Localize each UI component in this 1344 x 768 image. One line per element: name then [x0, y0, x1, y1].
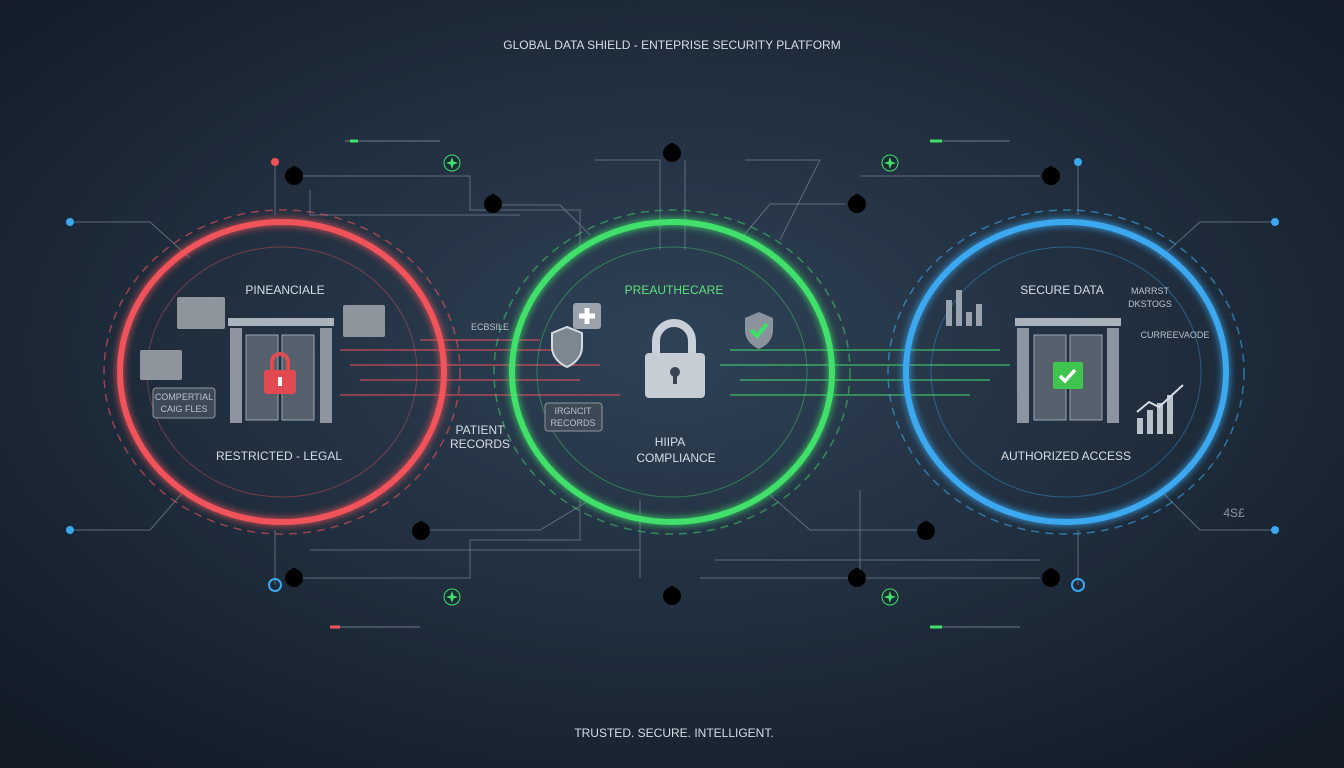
zone-caption: HIIPA: [655, 435, 685, 449]
sparkle-icons: [443, 154, 899, 606]
shield-check-icon: [745, 312, 773, 349]
bar-chart-icon: [946, 290, 982, 326]
network-wires: [70, 139, 1275, 629]
currency-symbols: 4S£: [1223, 506, 1245, 520]
svg-text:MARRST: MARRST: [1131, 286, 1170, 296]
stream-label: RECORDS: [450, 437, 510, 451]
padlock-icon: [645, 319, 705, 398]
stream-label: ECBSILE: [471, 322, 509, 332]
tagline: TRUSTED. SECURE. INTELLIGENT.: [574, 726, 773, 740]
endpoint-dots: [66, 158, 1279, 592]
svg-text:COMPERTIAL: COMPERTIAL: [155, 392, 213, 402]
zone-title: PREAUTHECARE: [625, 283, 724, 297]
growth-chart-icon: [1136, 384, 1184, 434]
folder-icon: [140, 297, 385, 380]
stream-label: PATIENT: [456, 423, 506, 437]
svg-text:CURREEVAODE: CURREEVAODE: [1141, 330, 1210, 340]
zone-healthcare: PREAUTHECARE IRGNCIT RECORDS HIIPA COMPL…: [493, 209, 851, 535]
zone-secure-data: SECURE DATA MARRST DKSTOGS CURREEVAODE A…: [887, 209, 1245, 535]
zone-title: SECURE DATA: [1020, 283, 1104, 297]
medical-cross-icon: [573, 303, 601, 329]
zone-title: PINEANCIALE: [245, 283, 324, 297]
red-ring: [117, 219, 447, 525]
svg-text:CAIG FLES: CAIG FLES: [160, 404, 207, 414]
padlock-icon: [264, 352, 296, 394]
green-ring: [509, 219, 835, 525]
svg-text:DKSTOGS: DKSTOGS: [1128, 299, 1172, 309]
data-streams: [340, 339, 1010, 396]
checkmark-icon: [1053, 362, 1083, 389]
zone-caption: RESTRICTED - LEGAL: [216, 449, 342, 463]
blue-ring: [903, 219, 1229, 525]
zone-caption: AUTHORIZED ACCESS: [1001, 449, 1131, 463]
zone-legal: PINEANCIALE COMPERTIAL CAIG FLES RESTRIC…: [103, 209, 461, 535]
zone-caption: COMPLIANCE: [636, 451, 715, 465]
svg-text:RECORDS: RECORDS: [550, 418, 595, 428]
files-badge: [152, 387, 216, 419]
shield-icon: [551, 325, 583, 369]
page-title: GLOBAL DATA SHIELD - ENTEPRISE SECURITY …: [503, 38, 840, 52]
records-badge: [544, 402, 603, 432]
svg-text:IRGNCIT: IRGNCIT: [555, 406, 593, 416]
